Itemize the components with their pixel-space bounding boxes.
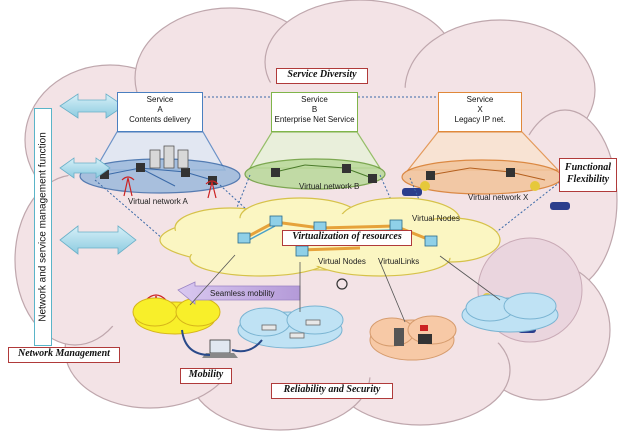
access-point-icons — [261, 319, 321, 339]
reliability-security-tag: Reliability and Security — [271, 383, 393, 399]
yellow-cloud — [132, 297, 221, 335]
service-b-letter: B — [311, 105, 318, 114]
service-a-letter: A — [157, 105, 163, 114]
vnet-x-links — [429, 167, 546, 181]
vnet-x-label: Virtual network X — [468, 193, 529, 202]
virtual-nodes-label-top: Virtual Nodes — [412, 214, 460, 223]
network-management-tag: Network Management — [8, 347, 120, 363]
virtual-links-label: VirtualLinks — [378, 257, 420, 266]
seamless-mobility-label: Seamless mobility — [210, 289, 275, 298]
blue-cloud-center — [237, 305, 344, 349]
service-x-box: Service X Legacy IP net. — [438, 92, 522, 132]
orange-cloud — [369, 315, 457, 361]
service-x-letter: X — [477, 105, 483, 114]
service-b-title: Service — [301, 95, 328, 104]
service-x-title: Service — [466, 95, 494, 104]
mobility-curve — [181, 329, 211, 356]
lock-icon — [336, 278, 348, 290]
service-b-box: Service B Enterprise Net Service — [271, 92, 358, 132]
functional-flexibility-tag: Functional Flexibility — [559, 158, 617, 192]
service-x-desc: Legacy IP net. — [454, 115, 506, 124]
virtualization-tag: Virtualization of resources — [282, 230, 412, 246]
resource-connectors — [189, 254, 501, 323]
service-a-box: Service A Contents delivery — [117, 92, 203, 132]
management-function-label: Network and service management function — [37, 132, 49, 322]
router-icons — [237, 215, 438, 257]
service-b-desc: Enterprise Net Service — [274, 115, 355, 124]
laptop-icon — [202, 339, 238, 358]
device-icons — [394, 325, 432, 346]
management-function-panel: Network and service management function — [34, 108, 52, 346]
service-diversity-tag: Service Diversity — [276, 68, 368, 84]
virtual-nodes-label-bottom: Virtual Nodes — [318, 257, 366, 266]
vnet-b-label: Virtual network B — [299, 182, 360, 191]
blue-cloud-right — [461, 292, 559, 333]
service-a-desc: Contents delivery — [129, 115, 191, 124]
service-a-title: Service — [146, 95, 174, 104]
service-x-cone — [406, 131, 560, 171]
vnet-a-label: Virtual network A — [128, 197, 188, 206]
mobility-tag: Mobility — [180, 368, 232, 384]
